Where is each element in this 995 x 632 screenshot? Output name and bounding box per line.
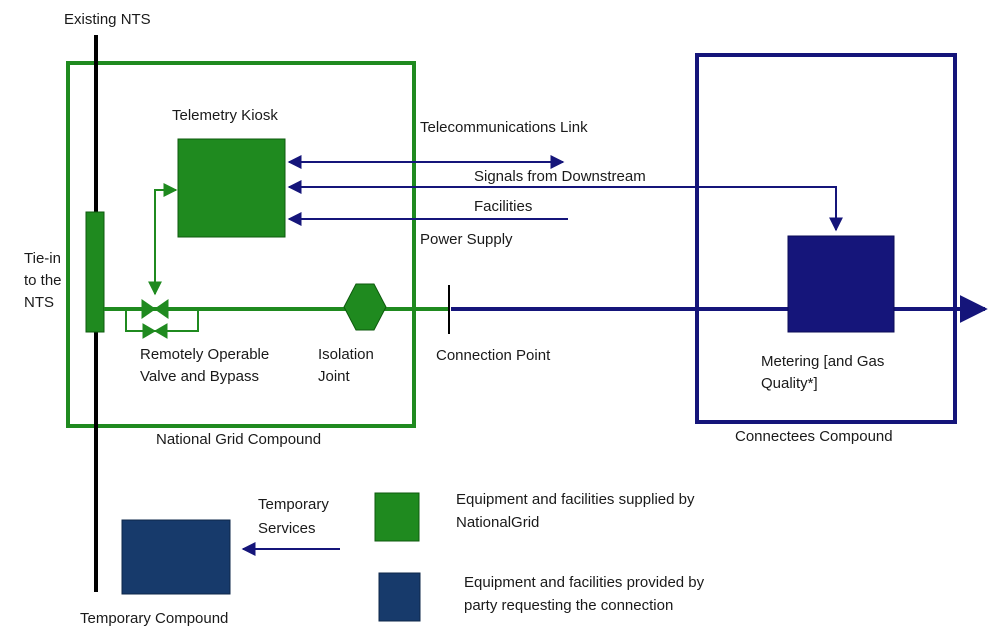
metering-box [787, 235, 895, 333]
facilities-label: Facilities [474, 198, 533, 215]
legend-text-national-grid: Equipment and facilities supplied by Nat… [456, 491, 695, 531]
connectees-compound-label: Connectees Compound [735, 428, 893, 445]
legend-swatch-national-grid [374, 492, 420, 542]
connectees-compound-box [695, 53, 957, 424]
signals-from-downstream-arrow [287, 180, 843, 232]
isolation-joint-label: Isolation Joint [318, 346, 374, 385]
national-grid-compound-label: National Grid Compound [156, 431, 322, 448]
connection-point-label: Connection Point [436, 347, 551, 364]
telecommunications-link-label: Telecommunications Link [420, 119, 588, 136]
isolation-joint-hexagon [343, 283, 387, 331]
telemetry-kiosk-label: Telemetry Kiosk [172, 107, 278, 124]
power-supply-label: Power Supply [420, 231, 513, 248]
temporary-services-label: Temporary Services [258, 496, 329, 537]
existing-nts-label: Existing NTS [64, 11, 151, 28]
national-grid-compound-box [66, 61, 416, 428]
legend-swatch-connectee [378, 572, 421, 622]
tie-in-block [85, 211, 105, 333]
remotely-operable-valve [141, 299, 169, 319]
bypass-valve [142, 323, 168, 339]
temporary-compound-label: Temporary Compound [80, 610, 229, 627]
remotely-operable-valve-label: Remotely Operable Valve and Bypass [140, 346, 270, 385]
temporary-compound-box [121, 519, 231, 595]
telemetry-kiosk-box [177, 138, 286, 238]
signals-from-downstream-label: Signals from Downstream [474, 168, 646, 185]
legend-text-connectee: Equipment and facilities provided by par… [464, 574, 705, 614]
metering-label: Metering [and Gas Quality*] [761, 353, 885, 392]
tie-in-label: Tie-in to the NTS [24, 250, 62, 311]
valve-control-line [148, 183, 178, 296]
